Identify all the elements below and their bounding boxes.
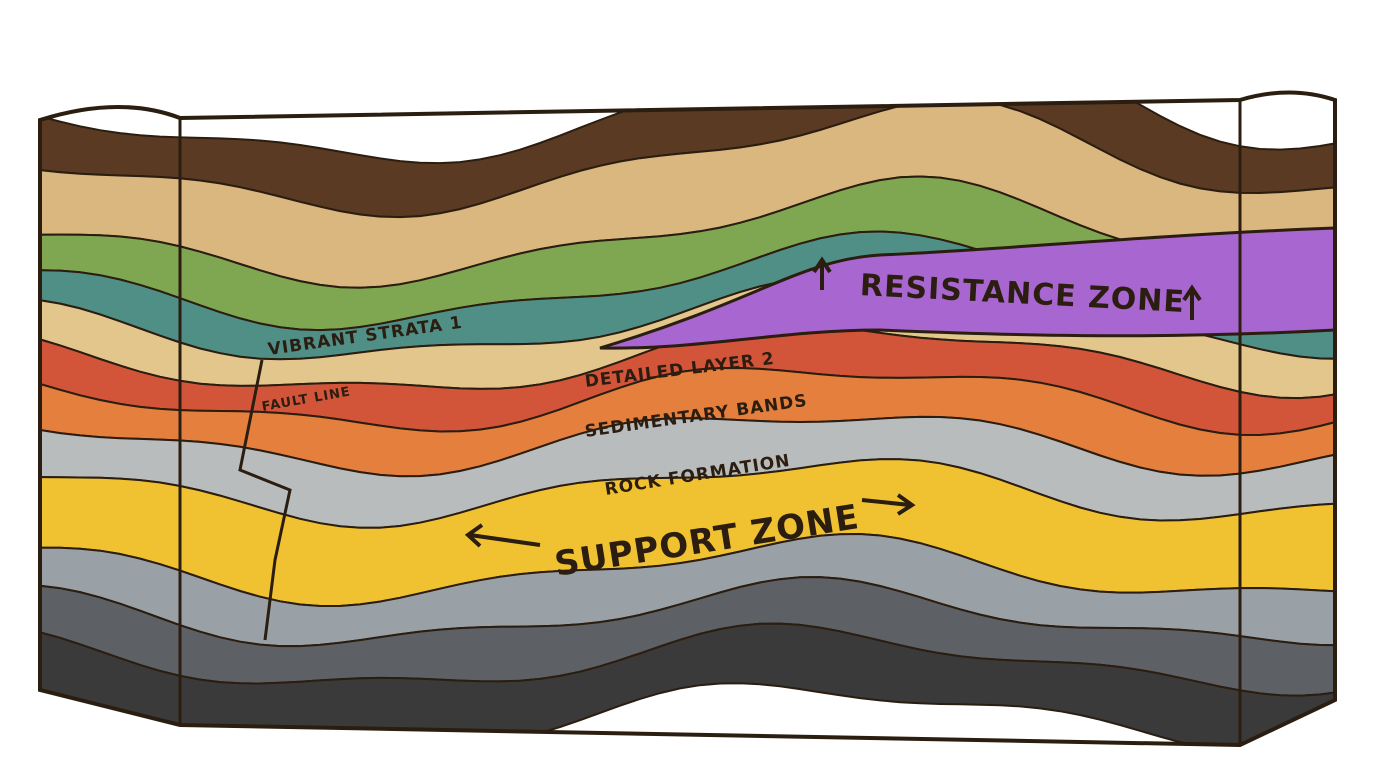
- arrow-icon: [464, 256, 1202, 548]
- rock-layers: [40, 92, 1335, 745]
- block-outline: [38, 90, 1337, 748]
- fault-line: [238, 359, 292, 641]
